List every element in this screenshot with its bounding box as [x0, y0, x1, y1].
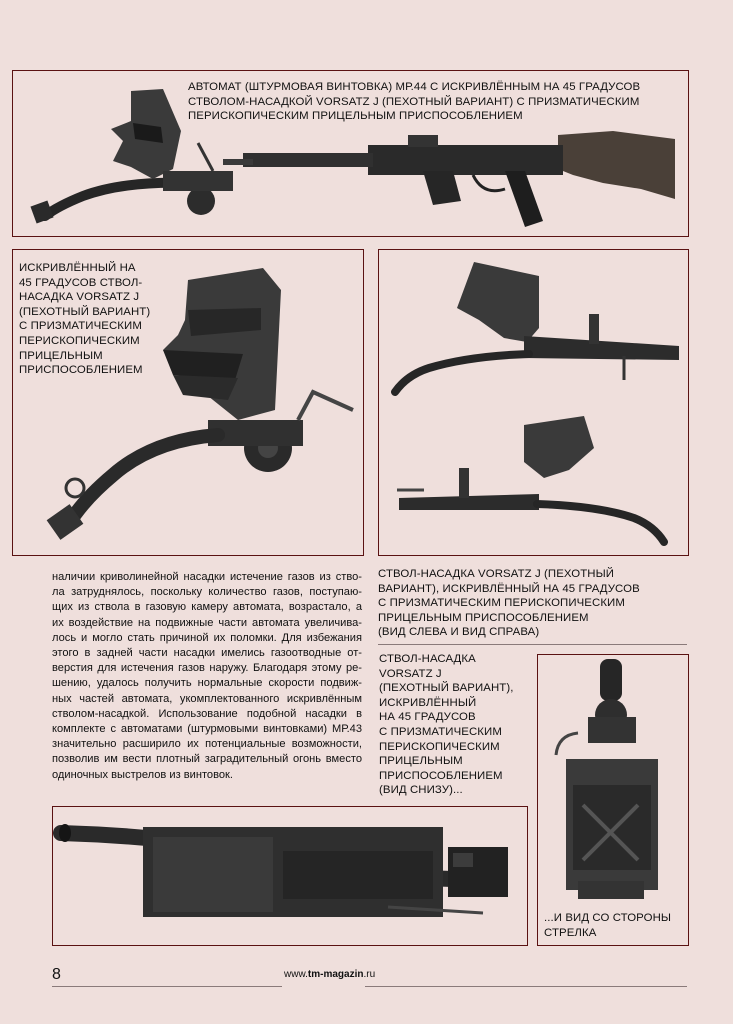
vorsatz-closeup-photo	[46, 268, 354, 540]
body-line: стволом-насадкой. Использование подобной…	[52, 707, 362, 720]
body-line: шению, удалось получить нормальные скоро…	[52, 677, 362, 690]
body-line: наличии криволинейной насадки истечение …	[52, 571, 362, 583]
photo-frame-middle-left: ИСКРИВЛЁННЫЙ НА 45 ГРАДУСОВ СТВОЛ- НАСАД…	[12, 249, 364, 556]
footer-rule-left	[52, 986, 282, 987]
vorsatz-shooter-view-photo	[554, 659, 658, 899]
caption-top: АВТОМАТ (ШТУРМОВАЯ ВИНТОВКА) МР.44 С ИСК…	[188, 81, 641, 123]
site-url-suffix: .ru	[363, 969, 376, 980]
site-url-prefix: www.	[284, 969, 308, 980]
caption-middle-left: ИСКРИВЛЁННЫЙ НА 45 ГРАДУСОВ СТВОЛ- НАСАД…	[19, 262, 151, 377]
body-line: их воздействие на подвижные части автома…	[52, 616, 362, 629]
site-url: www.tm-magazin.ru	[284, 969, 375, 980]
body-line: ла затруднялось, поскольку количество га…	[52, 586, 362, 599]
body-line: позволив им вести плотный заградительный…	[52, 753, 362, 766]
body-line: значительно расширило их потенциальные в…	[52, 738, 362, 751]
body-line: одиночных выстрелов из винтовок.	[52, 768, 233, 781]
photo-frame-bottom	[52, 806, 528, 946]
article-body-text: наличии криволинейной насадки истечение …	[52, 570, 362, 783]
photo-frame-top: АВТОМАТ (ШТУРМОВАЯ ВИНТОВКА) МР.44 С ИСК…	[12, 70, 689, 237]
photo-frame-shooter-view: ...И ВИД СО СТОРОНЫ СТРЕЛКА	[537, 654, 689, 946]
photo-frame-middle-right	[378, 249, 689, 556]
body-line: ных частей автомата, укомплектованного и…	[52, 692, 362, 705]
site-url-name: tm-magazin	[307, 969, 364, 980]
mp44-rifle-photo	[30, 89, 675, 227]
body-line: комплекте с автоматами (штурмовыми винто…	[52, 723, 362, 736]
body-line: этого в задней части насадки имелись газ…	[52, 647, 362, 660]
body-line: щих из ствола в газовую камеру автомата,…	[52, 601, 362, 614]
footer-rule-right	[365, 986, 687, 987]
body-line: верстия для истечения газов наружу. Благ…	[52, 662, 362, 675]
vorsatz-left-right-view-photos	[391, 262, 679, 546]
page-number: 8	[52, 966, 61, 983]
caption-bottom-view: СТВОЛ-НАСАДКА VORSATZ J (ПЕХОТНЫЙ ВАРИАН…	[379, 653, 514, 797]
section-divider	[378, 644, 687, 645]
vorsatz-bottom-view-photo	[53, 824, 508, 917]
caption-shooter-view: ...И ВИД СО СТОРОНЫ СТРЕЛКА	[544, 912, 672, 939]
body-line: лось и могло стать причиной их поломки. …	[52, 631, 362, 644]
caption-middle-right: СТВОЛ-НАСАДКА VORSATZ J (ПЕХОТНЫЙ ВАРИАН…	[378, 568, 640, 639]
